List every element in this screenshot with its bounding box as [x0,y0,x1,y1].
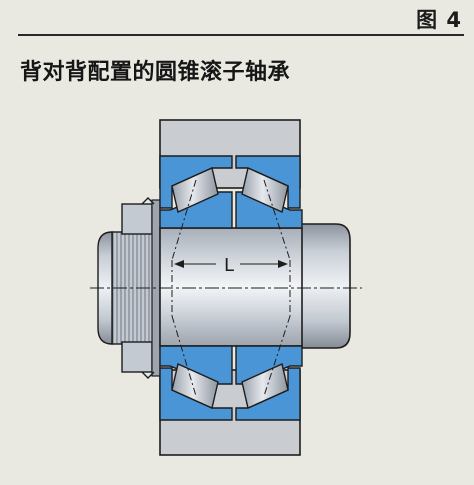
dimension-label: L [224,255,234,276]
shaft-left-end [97,231,113,345]
bearing-right-bottom-roller [241,363,289,409]
bearing-left-top-roller [171,167,219,213]
bearing-right-bottom-outer-ring [235,367,301,421]
bearing-left-bottom [159,345,233,421]
figure-number: 图 4 [416,8,462,32]
bearing-right-top-outer-ring [235,155,301,209]
shaft-body [159,227,303,347]
bearing-left-top [159,155,233,229]
dimension-l: L [174,255,288,276]
shaft-right-end [295,223,351,349]
bearing-left-top-inner-ring [159,191,233,229]
bearing-left-bottom-inner-ring [159,345,233,385]
bearing-right-top [235,155,303,229]
header-rule [18,34,464,36]
pressure-lines [171,179,291,397]
bearing-right-bottom [235,345,303,421]
figure-title: 背对背配置的圆锥滚子轴承 [20,60,291,85]
bearing-left-bottom-roller [171,363,219,409]
bearing-right-top-roller [241,167,289,213]
